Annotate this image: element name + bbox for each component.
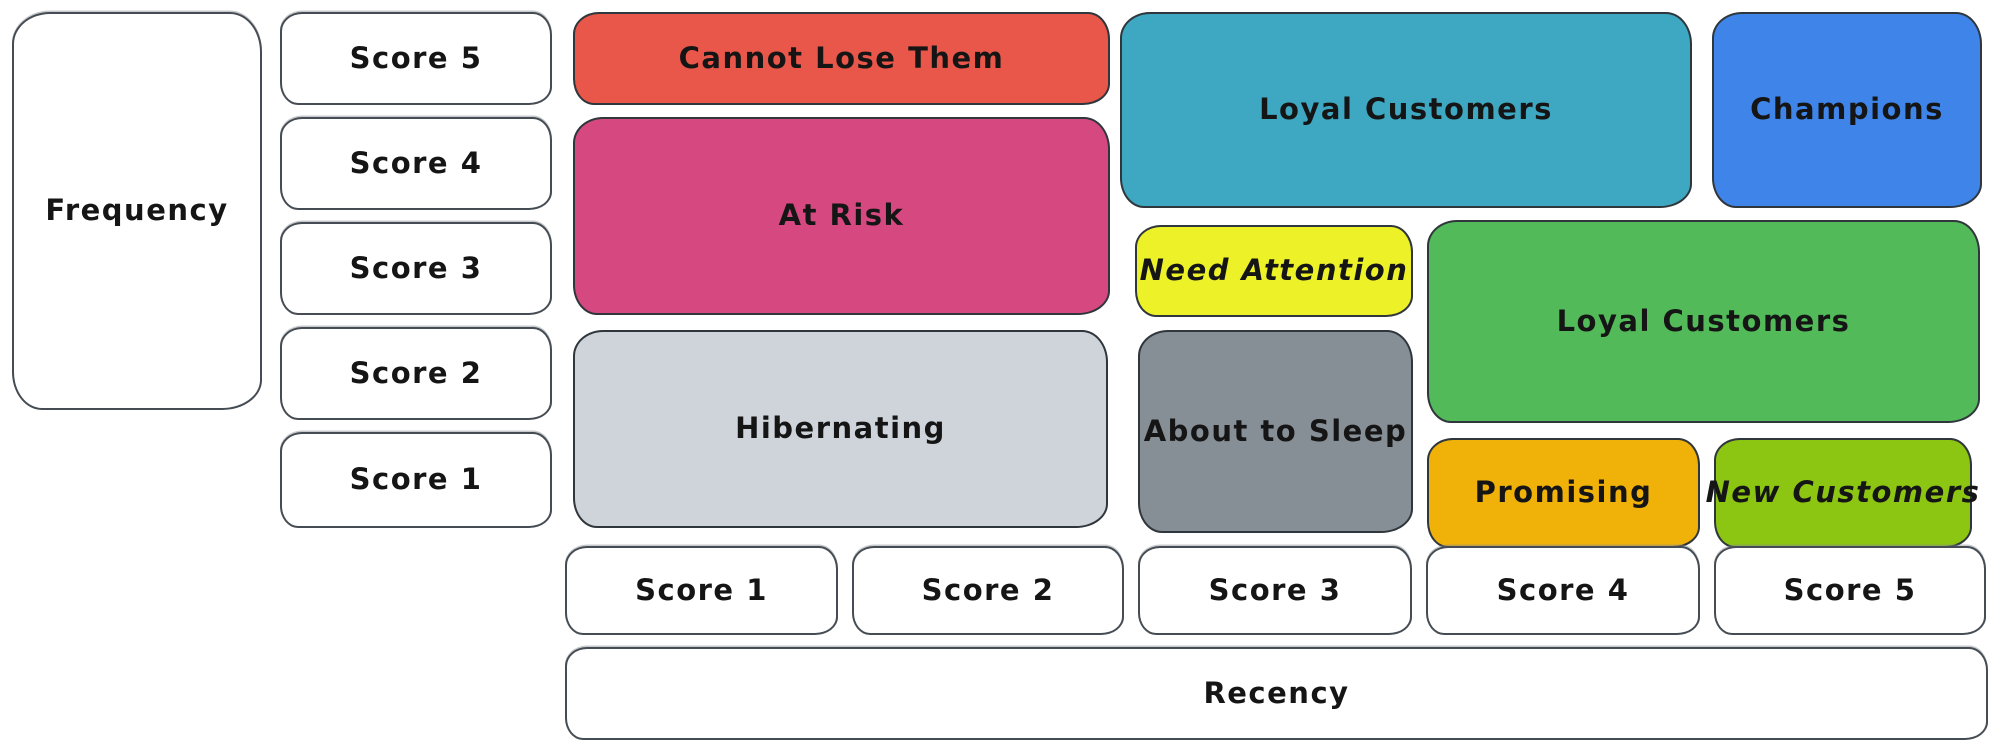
segment-need-attention: Need Attention [1135,225,1413,317]
frequency-axis-label: Frequency [12,12,262,410]
segment-at-risk: At Risk [573,117,1110,315]
frequency-score-3: Score 3 [280,222,552,315]
segment-promising: Promising [1427,438,1700,548]
segment-champions: Champions [1712,12,1982,208]
recency-score-3: Score 3 [1138,546,1412,635]
frequency-score-2: Score 2 [280,327,552,420]
segment-about-to-sleep: About to Sleep [1138,330,1413,533]
frequency-score-5: Score 5 [280,12,552,105]
segment-loyal-customers-right: Loyal Customers [1427,220,1980,423]
recency-score-1: Score 1 [565,546,838,635]
frequency-score-4: Score 4 [280,117,552,210]
recency-score-2: Score 2 [852,546,1124,635]
recency-score-5: Score 5 [1714,546,1986,635]
recency-score-4: Score 4 [1426,546,1700,635]
segment-loyal-customers-top: Loyal Customers [1120,12,1692,208]
segment-new-customers: New Customers [1706,438,1979,548]
segment-cannot-lose-them: Cannot Lose Them [573,12,1110,105]
segment-hibernating: Hibernating [573,330,1108,528]
frequency-score-1: Score 1 [280,432,552,528]
recency-axis-label: Recency [565,647,1988,740]
